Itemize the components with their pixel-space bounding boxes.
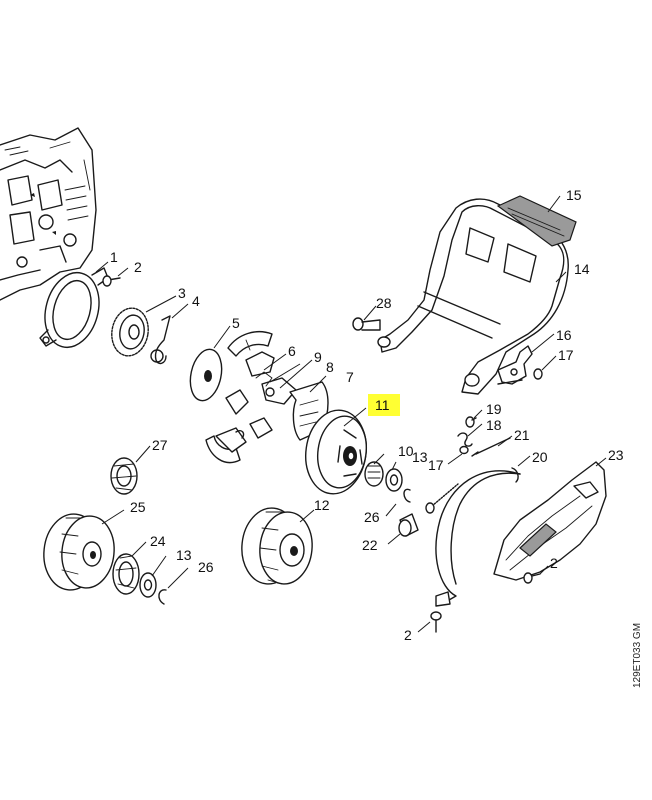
- drawing-code: 129ET033 GM: [632, 623, 643, 688]
- callout-labels: 1 2 3 4 5 6 7 8 9 10 11 12 13 14 15 16 1…: [110, 187, 643, 688]
- part-12-sprocket-drum: [241, 507, 313, 585]
- part-26-e-clip: [158, 589, 167, 605]
- callout-4: 4: [192, 293, 200, 309]
- part-25-drum: [43, 513, 115, 591]
- callout-24: 24: [150, 533, 166, 549]
- part-20-brake-band: [435, 467, 521, 607]
- brake-spring: [425, 483, 459, 514]
- part-23-sprocket-cover: [493, 461, 607, 581]
- part-26-snap-ring: [403, 488, 411, 503]
- callout-6: 6: [288, 343, 296, 359]
- callout-12: 12: [314, 497, 330, 513]
- callout-8: 8: [326, 359, 334, 375]
- leader-lines: [95, 195, 607, 633]
- callout-9: 9: [314, 349, 322, 365]
- part-2-screw-right: [523, 572, 541, 584]
- part-2-screw-bottom: [430, 611, 442, 633]
- callout-27: 27: [152, 437, 168, 453]
- part-16-lever: [497, 345, 533, 385]
- callout-13b: 13: [176, 547, 192, 563]
- callout-18: 18: [486, 417, 502, 433]
- part-24-rim-sprocket: [112, 553, 140, 595]
- part-2-screw: [102, 275, 121, 287]
- callout-19: 19: [486, 401, 502, 417]
- callout-26b: 26: [198, 559, 214, 575]
- part-14-hand-guard: [377, 198, 569, 395]
- part-11-clutch-drum: [305, 409, 367, 495]
- callout-21: 21: [514, 427, 530, 443]
- callout-7: 7: [346, 369, 354, 385]
- part-28-bolt: [352, 317, 381, 331]
- part-19-pin: [465, 416, 477, 428]
- callout-2c: 2: [404, 627, 412, 643]
- callout-5: 5: [232, 315, 240, 331]
- callout-23: 23: [608, 447, 624, 463]
- part-3-gear: [111, 307, 149, 357]
- callout-22: 22: [362, 537, 378, 553]
- part-17-washer-small: [459, 445, 469, 455]
- engine-housing: [0, 127, 97, 301]
- callout-15: 15: [566, 187, 582, 203]
- callout-10: 10: [398, 443, 414, 459]
- callout-3: 3: [178, 285, 186, 301]
- part-18-spring: [457, 432, 473, 447]
- callout-1: 1: [110, 249, 118, 265]
- callout-26: 26: [364, 509, 380, 525]
- part-10-needle-bearing: [364, 461, 403, 492]
- part-21-rod: [471, 437, 511, 457]
- callout-17b: 17: [428, 457, 444, 473]
- part-15-pad: [496, 195, 577, 247]
- callout-2: 2: [134, 259, 142, 275]
- part-27-rim-sprocket: [110, 457, 138, 495]
- callout-11-highlight: [368, 394, 400, 416]
- part-17-nut: [533, 368, 543, 380]
- callout-16: 16: [556, 327, 572, 343]
- callout-2b: 2: [550, 555, 558, 571]
- callout-14: 14: [574, 261, 590, 277]
- part-5-clutch-shoe-washer: [189, 330, 273, 402]
- callout-13: 13: [412, 449, 428, 465]
- callout-28: 28: [376, 295, 392, 311]
- part-1-mounting-plate: [39, 267, 109, 349]
- callout-20: 20: [532, 449, 548, 465]
- callout-11: 11: [375, 397, 390, 413]
- part-22-sleeve: [398, 513, 419, 537]
- part-4-spring: [150, 315, 171, 365]
- callout-17: 17: [558, 347, 574, 363]
- part-13-washer: [139, 572, 157, 598]
- callout-25: 25: [130, 499, 146, 515]
